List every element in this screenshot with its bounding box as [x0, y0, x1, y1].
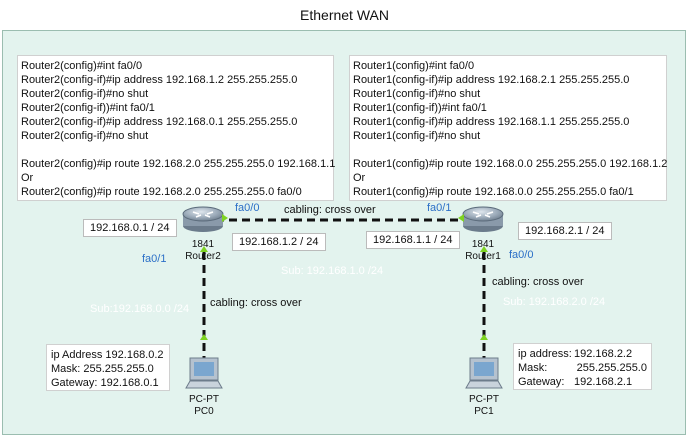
router2-name: Router2	[185, 251, 221, 262]
router2-wan-ip: 192.168.1.2 / 24	[232, 233, 326, 251]
config-line: Router2(config-if)#no shut	[21, 130, 149, 142]
pc1-key: Gateway:	[518, 376, 565, 388]
router1-icon	[462, 206, 504, 232]
pc0-gateway: Gateway: 192.168.0.1	[51, 377, 159, 389]
pc1-value: 192.168.2.2	[574, 348, 633, 360]
router1-port-lan: fa0/0	[509, 249, 534, 261]
pc1-config-box: ip address: 192.168.2.2 Mask: 255.255.25…	[513, 343, 652, 390]
pc1-key: Mask:	[518, 362, 548, 374]
pc0-mask: Mask: 255.255.255.0	[51, 363, 154, 375]
wan-cabling-label: cabling: cross over	[284, 204, 376, 216]
pc1-value: 192.168.2.1	[574, 376, 633, 388]
router2-port-wan: fa0/0	[235, 202, 260, 214]
router1-label: 1841 Router1	[458, 239, 508, 263]
router1-lan-ip: 192.168.2.1 / 24	[518, 222, 612, 240]
router1-name: Router1	[465, 251, 501, 262]
config-line: Router1(config-if)#ip address 192.168.2.…	[353, 74, 630, 86]
router2-config-box: Router2(config)#int fa0/0 Router2(config…	[17, 55, 336, 201]
config-line: Router2(config-if)#ip address 192.168.1.…	[21, 74, 298, 86]
router2-lan-ip: 192.168.0.1 / 24	[83, 219, 177, 237]
pc0-icon	[185, 357, 223, 389]
pc1-label: PC-PT PC1	[459, 394, 509, 418]
pc1-value: 255.255.255.0	[576, 362, 647, 374]
pc0-type: PC-PT	[189, 394, 219, 405]
pc0-name: PC0	[194, 406, 214, 417]
right-subnet-label: Sub: 192.168.2.0 /24	[503, 296, 606, 308]
router1-wan-ip: 192.168.1.1 / 24	[366, 231, 460, 249]
config-line: Router2(config-if)#ip address 192.168.0.…	[21, 116, 298, 128]
diagram-title: Ethernet WAN	[300, 7, 389, 23]
left-cabling-label: cabling: cross over	[210, 297, 302, 309]
pc1-row: Mask: 255.255.255.0	[518, 361, 647, 375]
pc0-ip: ip Address 192.168.0.2	[51, 349, 164, 361]
config-line: Router1(config)#int fa0/0	[353, 60, 475, 72]
pc1-row: ip address: 192.168.2.2	[518, 347, 647, 361]
router2-icon	[182, 206, 224, 232]
right-cabling-label: cabling: cross over	[492, 276, 584, 288]
config-line: Router1(config-if)#no shut	[353, 88, 481, 100]
config-line	[21, 143, 330, 157]
config-line: Or	[21, 172, 34, 184]
pc0-config-box: ip Address 192.168.0.2 Mask: 255.255.255…	[46, 344, 170, 391]
router1-port-wan: fa0/1	[427, 202, 452, 214]
config-line: Router2(config-if)#no shut	[21, 88, 149, 100]
config-line: Or	[353, 172, 366, 184]
config-line: Router2(config)#ip route 192.168.2.0 255…	[21, 186, 302, 198]
router2-port-lan: fa0/1	[142, 253, 167, 265]
config-line: Router2(config-if))#int fa0/1	[21, 102, 155, 114]
wan-subnet-label: Sub: 192.168.1.0 /24	[281, 265, 384, 277]
pc1-row: Gateway: 192.168.2.1	[518, 375, 647, 389]
config-line: Router2(config)#ip route 192.168.2.0 255…	[21, 158, 336, 170]
port-indicators	[200, 214, 488, 340]
router2-model: 1841	[191, 239, 215, 250]
router1-model: 1841	[471, 239, 495, 250]
config-line: Router1(config)#ip route 192.168.0.0 255…	[353, 186, 634, 198]
pc1-icon	[465, 357, 503, 389]
router2-label: 1841 Router2	[178, 239, 228, 263]
pc1-key: ip address:	[518, 348, 572, 360]
config-line: Router1(config-if))#int fa0/1	[353, 102, 487, 114]
left-subnet-label: Sub:192.168.0.0 /24	[90, 303, 190, 315]
config-line: Router1(config-if)#ip address 192.168.1.…	[353, 116, 630, 128]
config-line: Router1(config)#ip route 192.168.0.0 255…	[353, 158, 668, 170]
pc1-name: PC1	[474, 406, 494, 417]
config-line: Router2(config)#int fa0/0	[21, 60, 143, 72]
pc1-type: PC-PT	[469, 394, 499, 405]
config-line	[353, 143, 663, 157]
router1-config-box: Router1(config)#int fa0/0 Router1(config…	[349, 55, 667, 201]
config-line: Router1(config-if)#no shut	[353, 130, 481, 142]
pc0-label: PC-PT PC0	[179, 394, 229, 418]
